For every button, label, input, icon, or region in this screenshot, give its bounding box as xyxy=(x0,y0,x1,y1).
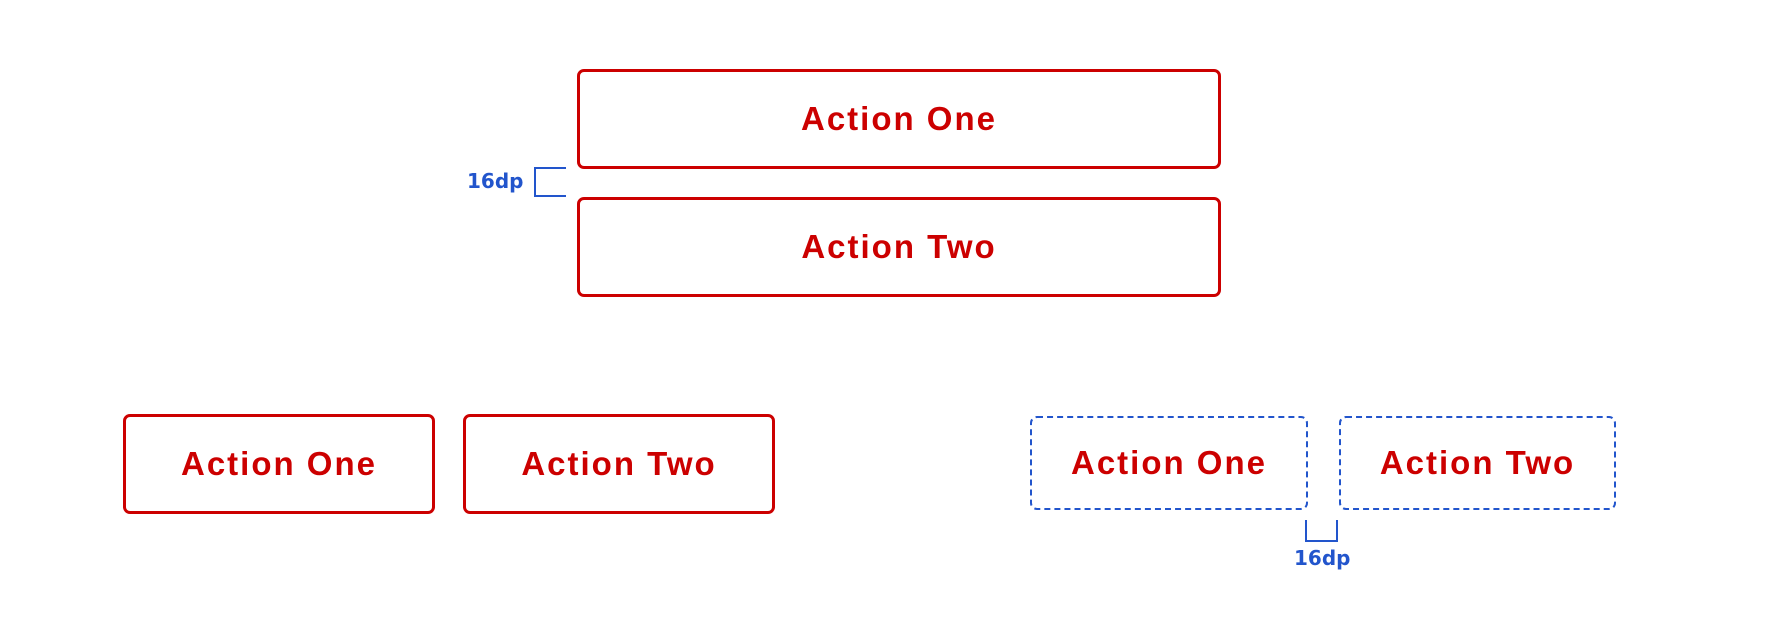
stacked-spacing-label: 16dp xyxy=(467,169,524,193)
side-action-two-label: Action Two xyxy=(521,445,717,482)
outlined-action-two-label: Action Two xyxy=(1379,444,1576,481)
side-action-two-button[interactable]: Action Two xyxy=(463,414,775,514)
stacked-spacing-bracket xyxy=(534,167,566,197)
stacked-action-two-button[interactable]: Action Two xyxy=(577,197,1221,297)
outlined-action-two-button[interactable]: Action Two xyxy=(1339,416,1616,510)
stacked-action-two-label: Action Two xyxy=(801,228,997,265)
outlined-spacing-label: 16dp xyxy=(1294,546,1351,570)
stacked-action-one-button[interactable]: Action One xyxy=(577,69,1221,169)
outlined-action-one-button[interactable]: Action One xyxy=(1030,416,1308,510)
outlined-spacing-bracket xyxy=(1305,520,1338,542)
stacked-action-one-label: Action One xyxy=(800,100,997,137)
side-action-one-button[interactable]: Action One xyxy=(123,414,435,514)
outlined-action-one-label: Action One xyxy=(1070,444,1267,481)
side-action-one-label: Action One xyxy=(180,445,377,482)
